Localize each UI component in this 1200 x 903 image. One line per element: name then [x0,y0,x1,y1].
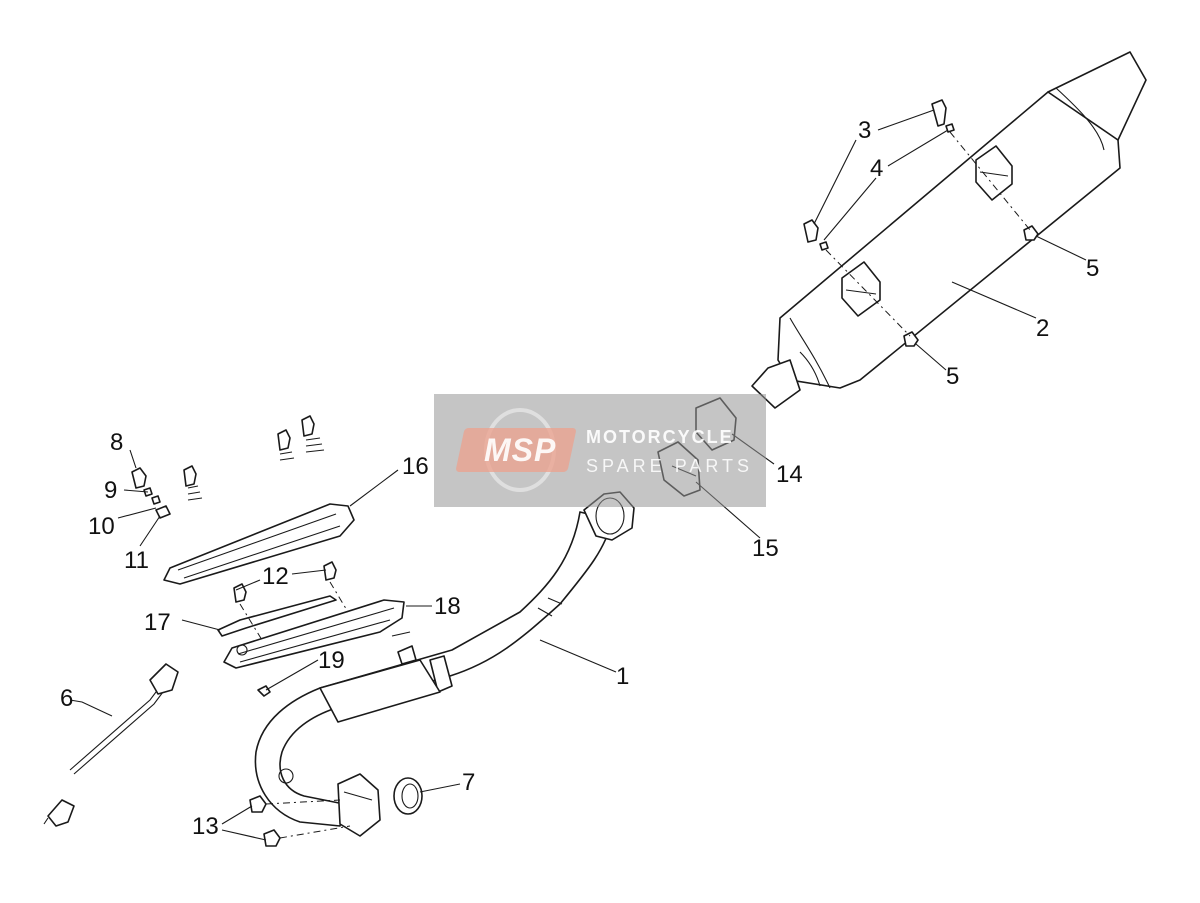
callout-12: 12 [262,563,289,590]
msp-logo-text: MSP [484,432,557,468]
exhaust-header-pipe [254,491,635,837]
callout-7: 7 [462,769,475,796]
callout-5-upper: 5 [1086,255,1099,282]
callout-5-lower: 5 [946,363,959,390]
callout-10: 10 [88,513,115,540]
callout-4: 4 [870,155,883,182]
callout-11: 11 [124,547,149,574]
callout-8: 8 [110,429,123,456]
callout-19: 19 [318,647,345,674]
callout-13: 13 [192,813,219,840]
heat-shield-upper [163,503,355,585]
watermark-line1: MOTORCYCLE [586,427,734,447]
callout-6: 6 [60,685,73,712]
gasket-ring [393,777,423,815]
callout-3: 3 [858,117,871,144]
callout-1: 1 [616,663,629,690]
callout-9: 9 [104,477,117,504]
watermark-line2: SPARE PARTS [586,456,754,476]
nuts [249,795,351,847]
callout-labels: 1 2 3 4 5 5 6 7 8 9 10 11 12 13 14 15 16… [60,117,1099,840]
callout-15: 15 [752,535,779,562]
heat-shield-lower [223,599,405,669]
callout-18: 18 [434,593,461,620]
callout-2: 2 [1036,315,1049,342]
lambda-sensor [43,663,179,827]
callout-17: 17 [144,609,171,636]
clamp-band [217,595,337,637]
callout-16: 16 [402,453,429,480]
callout-14: 14 [776,461,803,488]
fasteners [131,99,1039,697]
